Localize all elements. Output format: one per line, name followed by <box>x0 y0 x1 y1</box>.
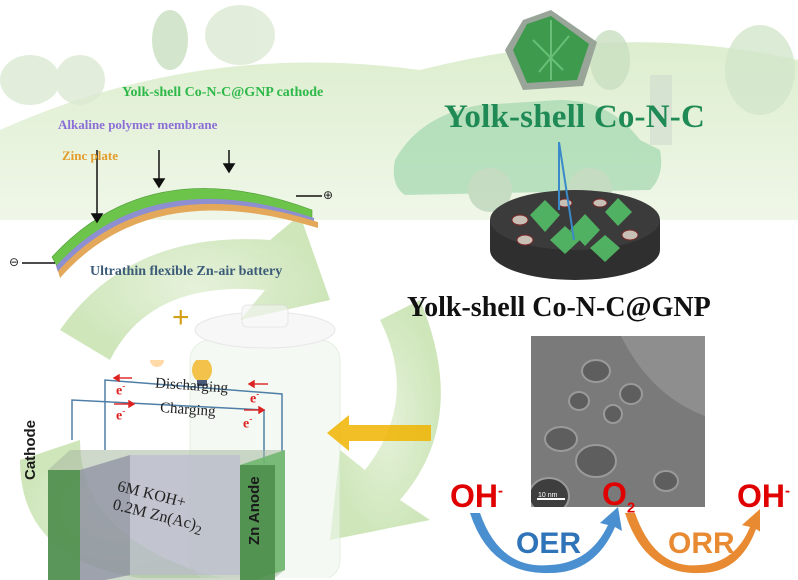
left-arrow-icon <box>327 415 431 451</box>
flexible-battery-caption: Ultrathin flexible Zn-air battery <box>90 264 283 279</box>
oxygen-label: O2 <box>602 476 636 517</box>
oer-label: OER <box>516 527 582 560</box>
electron-label: e- <box>116 406 126 424</box>
hydroxide-product-label: OH- <box>737 478 790 514</box>
car-silhouette <box>393 75 672 212</box>
membrane-layer-label: Alkaline polymer membrane <box>58 117 218 132</box>
zinc-plate-label: Zinc plate <box>62 148 118 163</box>
tree-silhouettes <box>0 5 795 115</box>
yolk-shell-co-n-c-gnp-label: Yolk-shell Co-N-C@GNP <box>407 292 711 323</box>
oer-arrow <box>470 507 622 574</box>
orr-label: ORR <box>668 527 735 560</box>
cell-zn-anode-label: Zn Anode <box>246 476 263 545</box>
orr-arrow <box>625 509 760 574</box>
negative-terminal-icon: ⊖ <box>9 255 20 269</box>
hydroxide-reactant-label: OH- <box>450 478 503 514</box>
electron-label: e- <box>243 414 253 432</box>
flexible-battery-illustration <box>22 150 322 278</box>
electron-flow-arrows <box>112 374 268 414</box>
scale-bar-label: 10 nm <box>538 492 558 499</box>
electron-label: e- <box>250 389 260 407</box>
tem-micrograph <box>531 336 705 507</box>
zn-air-cell-diagram <box>48 360 285 580</box>
electron-label: e- <box>116 381 126 399</box>
reaction-arrows <box>470 507 760 574</box>
cathode-layer-label: Yolk-shell Co-N-C@GNP cathode <box>122 85 324 100</box>
yolk-shell-particle-icon <box>505 10 597 90</box>
zinc-layer <box>58 203 318 278</box>
cell-cathode-label: Cathode <box>22 420 39 480</box>
positive-terminal-icon: ⊕ <box>323 188 334 202</box>
yolk-shell-co-n-c-label: Yolk-shell Co-N-C <box>444 99 705 135</box>
catalyst-disk-illustration <box>490 141 660 280</box>
plus-sign: + <box>172 301 190 334</box>
